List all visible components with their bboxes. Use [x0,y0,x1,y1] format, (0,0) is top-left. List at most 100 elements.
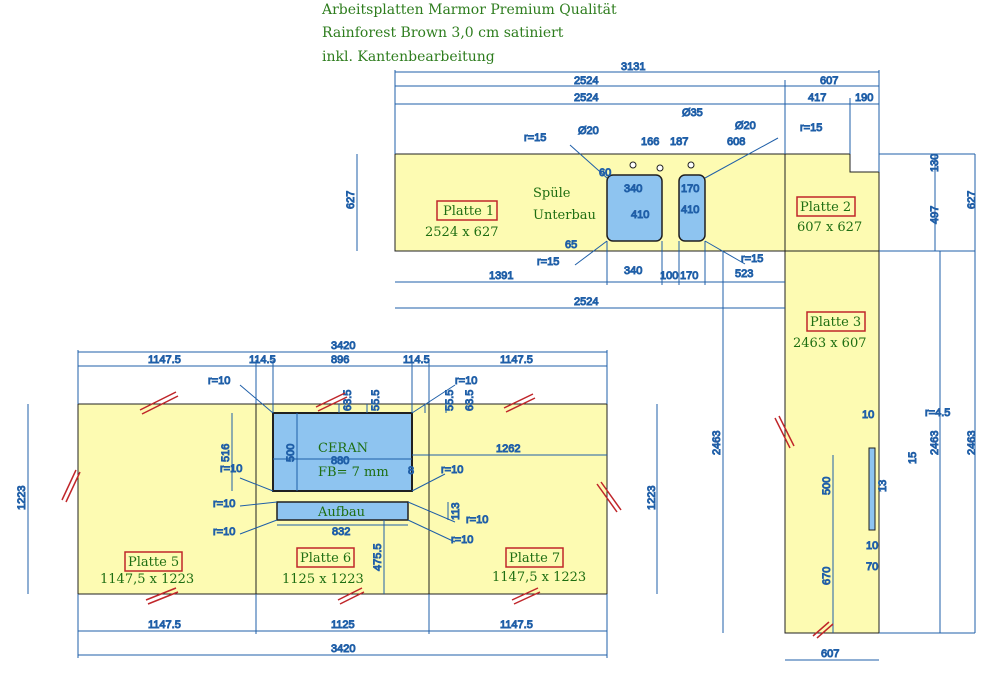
aufbau-cutout [276,501,409,521]
sink-label-line1: Spüle [533,186,571,201]
plate-size-3: 2463 x 607 [793,336,867,351]
dim-2524-top: 2524 [574,75,598,87]
dim-1125-bottom: 1125 [331,619,355,631]
plate-tag-box-2 [796,196,856,217]
side-cutout-platte-3 [868,447,876,531]
tap-hole-2 [656,164,664,172]
dim-2463-right: 2463 [966,431,978,455]
dim-500-ceran: 500 [285,444,297,462]
dim-880: 880 [331,455,349,467]
dim-55-left: 55.5 [370,390,382,411]
plate-tag-box-6 [296,547,355,568]
header-title-line3: inkl. Kantenbearbeitung [322,49,495,65]
dim-166: 166 [641,136,659,148]
break-marks-lower [61,391,622,605]
sink-label-line2: Unterbau [533,208,596,223]
dim-70: 70 [866,561,878,573]
dim-3131: 3131 [621,61,645,73]
header-title-line2: Rainforest Brown 3,0 cm satiniert [322,25,564,41]
ceran-thickness: FB= 7 mm [318,465,389,480]
slab-platte-3 [784,250,880,634]
dim-340-bottom: 340 [624,265,642,277]
dim-1147-bottom-right: 1147.5 [500,619,533,631]
slab-platte-7 [428,403,608,595]
plate-tag-5: Platte 5 [128,555,179,570]
tap-hole-3 [687,161,695,169]
dim-r15-bottomleft: r=15 [537,256,559,268]
dim-627-left: 627 [345,191,357,209]
dim-1147-top-right: 1147.5 [500,354,533,366]
dim-670: 670 [821,567,833,585]
dim-phi35: Ø35 [682,107,703,119]
dim-130: 130 [929,154,941,172]
plate-tag-box-5 [124,551,183,572]
dim-10-bottom: 10 [866,540,878,552]
dim-63-left: 63.5 [342,390,354,411]
dim-113: 113 [450,502,462,520]
header-title-line1: Arbeitsplatten Marmor Premium Qualität [322,2,617,18]
lower-layout: CERAN FB= 7 mm Aufbau Platte 5 1147,5 x … [16,340,659,658]
dim-607-bottom: 607 [821,648,839,660]
dim-r10-4: r=10 [441,464,463,476]
dim-2524-bottom: 2524 [574,296,598,308]
dim-170-bottom: 170 [680,270,698,282]
dim-r10-2: r=10 [455,375,477,387]
dim-8: 8 [408,465,414,477]
plate-tag-box-1 [436,200,498,221]
dim-2463-mid: 2463 [929,431,941,455]
plate-tag-box-3 [806,311,866,332]
dim-1223-right: 1223 [646,486,658,510]
dim-r10-6: r=10 [466,514,488,526]
plate-tag-box-7 [505,547,564,568]
dim-1223-left: 1223 [16,486,28,510]
plate-size-7: 1147,5 x 1223 [492,570,586,585]
dim-phi20-left: Ø20 [578,125,599,137]
dim-2524-second: 2524 [574,92,598,104]
dim-896: 896 [331,354,349,366]
dim-516: 516 [220,444,232,462]
ceran-cutout [272,412,413,492]
dim-r15-bottomright: r=15 [741,253,763,265]
plate-size-6: 1125 x 1223 [282,572,364,587]
dim-13: 13 [877,480,889,492]
dim-497: 497 [929,206,941,224]
tap-hole-1 [629,161,637,169]
dim-607-top: 607 [820,75,838,87]
dim-114-right: 114.5 [403,354,430,366]
plate-size-1: 2524 x 627 [425,225,499,240]
dim-187: 187 [670,136,688,148]
dim-r15-topleft: r=15 [524,132,546,144]
dim-65: 65 [565,239,577,251]
dim-500-side: 500 [821,477,833,495]
dim-1391: 1391 [489,270,513,282]
dim-410-right: 410 [681,204,699,216]
dim-60: 60 [599,167,611,179]
dim-170-sink: 170 [681,183,699,195]
dim-1147-bottom-left: 1147.5 [148,619,181,631]
dim-63-right: 63.5 [464,390,476,411]
plate-tag-7: Platte 7 [509,551,560,566]
upper-dimensions: 3131 2524 607 2524 417 190 Ø35 Ø20 Ø20 1… [345,61,979,661]
dim-114-left: 114.5 [249,354,276,366]
dim-3420-bottom: 3420 [331,643,355,655]
slab-platte-5 [77,403,257,595]
plate-size-5: 1147,5 x 1223 [100,572,194,587]
dim-417: 417 [808,92,826,104]
dim-r10-7: r=10 [213,526,235,538]
plate-tag-1: Platte 1 [443,204,494,219]
dim-2463-left: 2463 [711,431,723,455]
dim-1262: 1262 [496,443,520,455]
dim-340-sink: 340 [624,183,642,195]
dim-15: 15 [907,452,919,464]
dim-832: 832 [332,526,350,538]
dim-190: 190 [855,92,873,104]
dim-627-right: 627 [966,191,978,209]
dim-608: 608 [727,136,745,148]
ceran-label: CERAN [318,441,368,456]
dim-10-top: 10 [862,409,874,421]
sink-cutout-small [678,174,706,242]
dim-410-left: 410 [631,209,649,221]
dim-100: 100 [660,270,678,282]
plate-tag-6: Platte 6 [300,551,351,566]
